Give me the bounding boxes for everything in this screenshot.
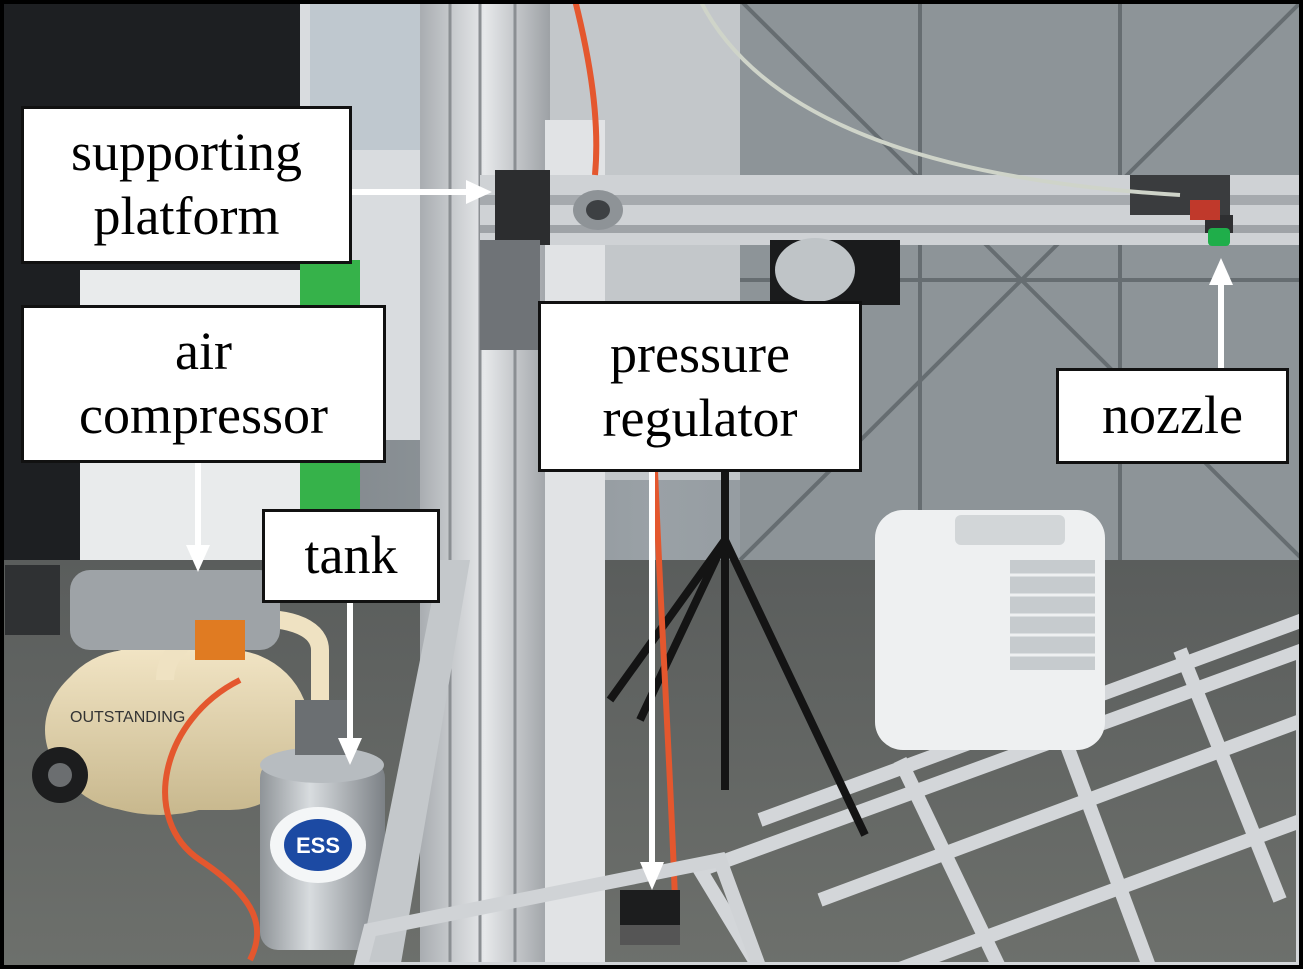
fan — [770, 238, 900, 305]
label-tank: tank — [262, 509, 440, 603]
label-air-compressor: air compressor — [21, 305, 386, 463]
svg-text:ESS: ESS — [296, 833, 340, 858]
label-nozzle: nozzle — [1056, 368, 1289, 464]
arrow-air-compressor — [186, 462, 210, 572]
dehumidifier — [875, 510, 1105, 750]
base-frame — [352, 851, 768, 969]
annotation-arrows — [186, 180, 1233, 890]
arrow-supporting-platform — [352, 180, 492, 204]
foreground-rail — [360, 560, 470, 969]
pole-main — [420, 0, 550, 969]
orange-hose-top — [572, 0, 600, 176]
arrow-pressure-regulator — [640, 472, 664, 890]
svg-text:OUTSTANDING: OUTSTANDING — [70, 709, 185, 726]
arrow-tank — [338, 602, 362, 765]
orange-hose-regulator — [652, 469, 678, 901]
label-supporting-platform: supporting platform — [21, 106, 352, 264]
label-pressure-regulator: pressure regulator — [538, 301, 862, 472]
orange-hose-compressor — [162, 677, 261, 962]
air-compressor-body: OUTSTANDING — [5, 565, 329, 815]
arrow-nozzle — [1209, 258, 1233, 370]
pole-right — [545, 120, 605, 969]
pressure-regulator-device — [620, 890, 680, 945]
pole-grooves — [448, 0, 517, 969]
overhead-hose — [698, 0, 1181, 197]
